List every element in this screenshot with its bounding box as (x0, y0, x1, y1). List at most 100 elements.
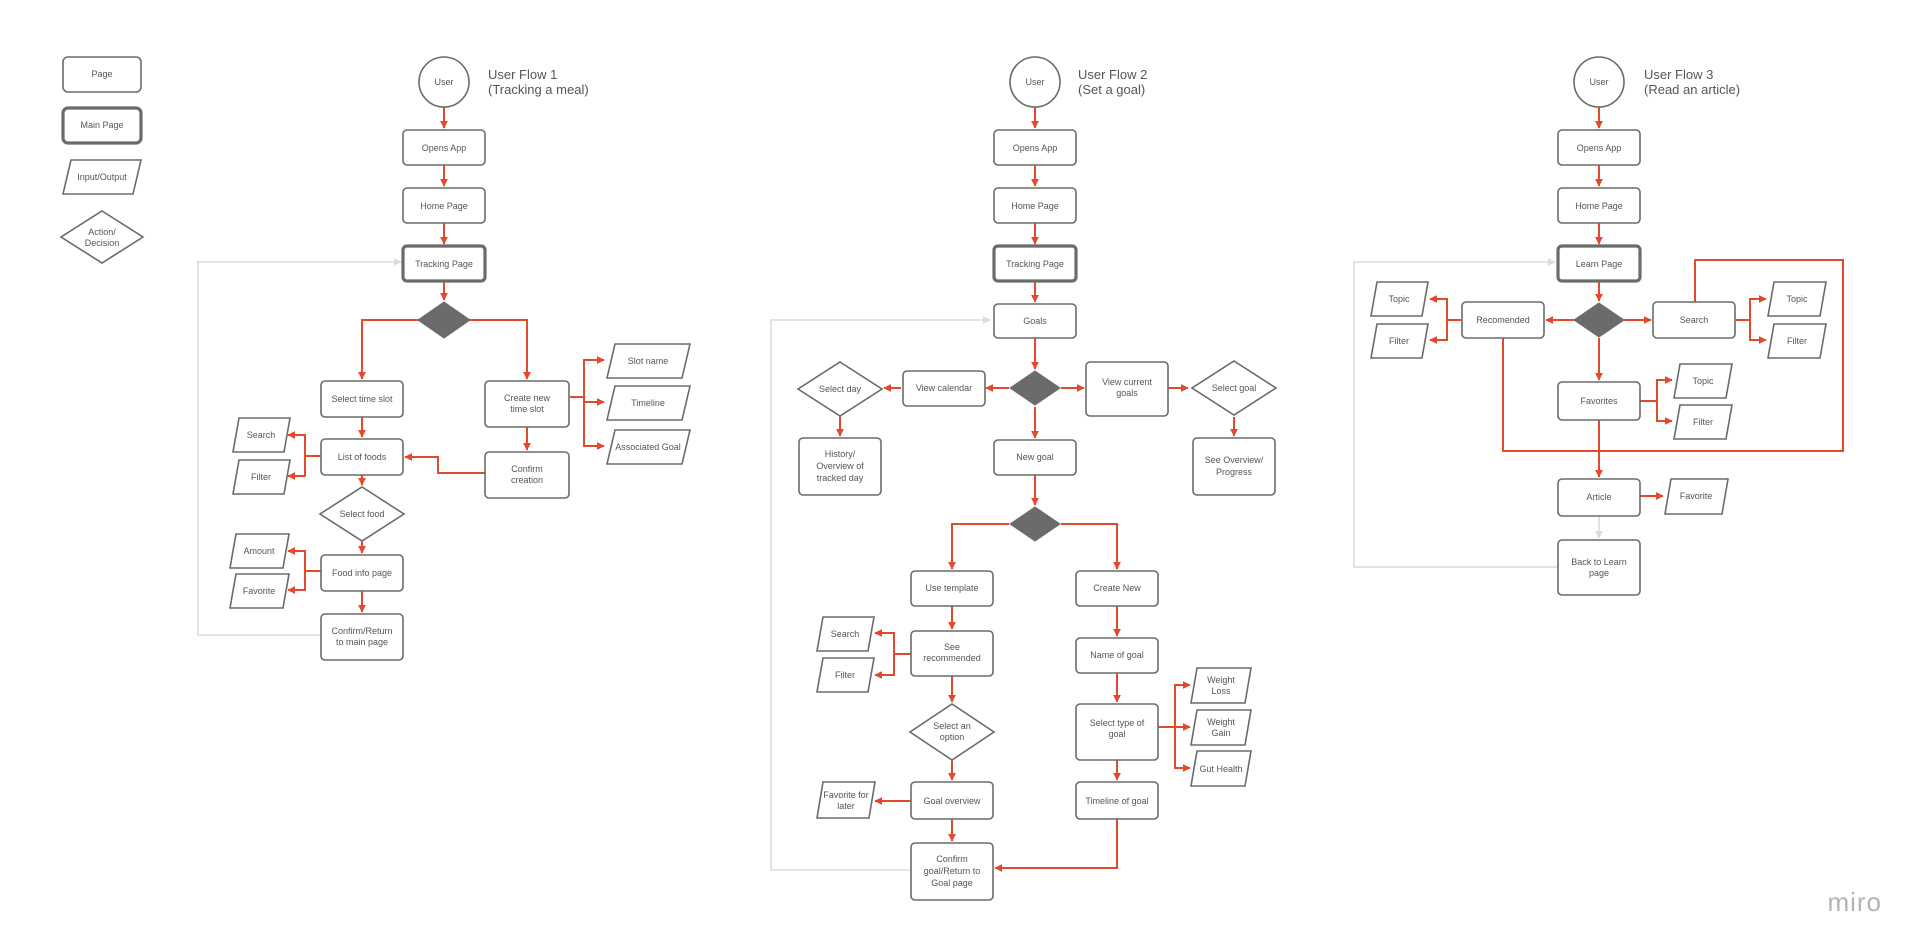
flow1-create-time-slot-label-2: time slot (510, 404, 544, 414)
flow2-history-label-3: tracked day (817, 473, 864, 483)
flow2-select-type-label-2: goal (1108, 729, 1125, 739)
legend-input-output-shape (61, 159, 143, 195)
flow3-favorites-filter-node (1673, 404, 1733, 440)
flow2-timeline-goal-label: Timeline of goal (1085, 796, 1148, 806)
flow2-use-template-node (910, 570, 994, 607)
flow1-confirm-return-node (320, 613, 404, 661)
flow2-use-template-label: Use template (925, 583, 978, 593)
flow3-favorites-node (1557, 381, 1641, 421)
flow2-confirm-goal-label-3: Goal page (931, 878, 973, 888)
flow2-select-option-node (908, 703, 996, 761)
flow2-see-recommended-label-1: See (944, 642, 960, 652)
flow3-recommended-node (1461, 301, 1545, 339)
flow2-see-recommended-node (910, 630, 994, 677)
flow3-user-label: User (1589, 77, 1608, 87)
legend-main-page-shape (61, 106, 143, 145)
flow3-recommended-topic-node (1370, 281, 1429, 317)
flow3-back-to-learn-label-2: page (1589, 568, 1609, 578)
flow1-select-food-node (318, 486, 406, 542)
flow2-view-current-goals-label-1: View current (1102, 377, 1152, 387)
flow2-gut-health-node (1190, 750, 1252, 787)
flow1-decision-node (417, 301, 471, 339)
flow2-weight-loss-label-2: Loss (1211, 686, 1231, 696)
flow3-search-node (1652, 301, 1736, 339)
flow1-slot-name-node (605, 343, 692, 379)
flow3-search-topic-node (1767, 281, 1827, 317)
flow1-user-node (418, 56, 470, 108)
flow2-user-node (1009, 56, 1061, 108)
flow1-home-page-node (402, 187, 486, 224)
flow1-food-info-node (320, 554, 404, 592)
flow2-goal-overview-node (910, 781, 994, 820)
flow1-filter-label: Filter (251, 472, 271, 482)
flow3-user-node (1573, 56, 1625, 108)
flow3-favorites-filter-label: Filter (1693, 417, 1713, 427)
flow2-favorite-later-label-2: later (837, 801, 855, 811)
flow2-create-new-node (1075, 570, 1159, 607)
flow3-back-to-learn-label-1: Back to Learn (1571, 557, 1627, 567)
flow2-name-of-goal-label: Name of goal (1090, 650, 1144, 660)
flow2-confirm-goal-node (910, 842, 994, 901)
flow2-history-node (798, 437, 882, 496)
flow2-goals-label: Goals (1023, 316, 1047, 326)
flow1-timeline-label: Timeline (631, 398, 665, 408)
flow2-select-goal-node (1190, 360, 1278, 416)
flow2-history-label-1: History/ (825, 449, 856, 459)
flow-1-subtitle: (Tracking a meal) (488, 82, 589, 97)
user-flow-3: User Flow 3 (Read an article) User Opens… (1353, 56, 1844, 596)
flow1-slot-name-label: Slot name (628, 356, 669, 366)
flow3-opens-app-label: Opens App (1577, 143, 1622, 153)
flow2-user-label: User (1025, 77, 1044, 87)
flow2-see-overview-label-2: Progress (1216, 467, 1253, 477)
flow2-weight-gain-label-2: Gain (1211, 728, 1230, 738)
flow1-create-time-slot-label-1: Create new (504, 393, 551, 403)
flow2-select-day-node (796, 361, 884, 417)
flow2-see-overview-node (1192, 437, 1276, 496)
flow3-home-page-label: Home Page (1575, 201, 1623, 211)
flow2-opens-app-label: Opens App (1013, 143, 1058, 153)
flow1-select-time-slot-node (320, 380, 404, 418)
user-flow-1: User Flow 1 (Tracking a meal) User Opens… (197, 56, 692, 661)
user-flow-2: User Flow 2 (Set a goal) (770, 56, 1278, 901)
flow1-associated-goal-label: Associated Goal (615, 442, 681, 452)
flow3-favorite-label: Favorite (1680, 491, 1713, 501)
flow2-see-overview-label-1: See Overview/ (1205, 455, 1264, 465)
flow1-timeline-node (605, 385, 692, 421)
flow2-new-goal-label: New goal (1016, 452, 1054, 462)
legend-input-output-label: Input/Output (77, 172, 127, 182)
flow1-favorite-label: Favorite (243, 586, 276, 596)
legend-action-decision-label-1: Action/ (88, 227, 116, 237)
miro-logo: miro (1827, 887, 1882, 917)
flow2-select-type-label-1: Select type of (1090, 718, 1145, 728)
flow3-decision-node (1573, 302, 1625, 338)
flow1-filter-node (232, 459, 291, 495)
flow2-goal-overview-label: Goal overview (923, 796, 981, 806)
flow2-create-new-label: Create New (1093, 583, 1141, 593)
flow3-article-label: Article (1586, 492, 1611, 502)
flow2-search-label: Search (831, 629, 860, 639)
flow1-search-label: Search (247, 430, 276, 440)
flow1-opens-app-node (402, 129, 486, 166)
flow2-view-current-goals-label-2: goals (1116, 388, 1138, 398)
legend-action-decision-label-2: Decision (85, 238, 120, 248)
flow2-tracking-page-label: Tracking Page (1006, 259, 1064, 269)
flow1-create-time-slot-node (484, 380, 570, 428)
flow1-list-of-foods-node (320, 438, 404, 476)
flow1-favorite-node (229, 573, 290, 609)
flow3-search-topic-label: Topic (1786, 294, 1808, 304)
flow3-article-node (1557, 478, 1641, 517)
flow1-select-food-label: Select food (339, 509, 384, 519)
flow3-recommended-filter-node (1370, 323, 1429, 359)
flow2-weight-gain-node (1190, 709, 1252, 746)
flow3-favorite-node (1664, 478, 1729, 515)
flow1-tracking-page-label: Tracking Page (415, 259, 473, 269)
flow-3-title: User Flow 3 (1644, 67, 1713, 82)
flow-2-subtitle: (Set a goal) (1078, 82, 1145, 97)
flow3-search-filter-node (1767, 323, 1827, 359)
flow1-food-info-label: Food info page (332, 568, 392, 578)
flow2-filter-label: Filter (835, 670, 855, 680)
flow2-favorite-later-node (816, 781, 876, 819)
flow3-favorites-topic-node (1673, 363, 1733, 399)
flow3-favorites-label: Favorites (1580, 396, 1618, 406)
